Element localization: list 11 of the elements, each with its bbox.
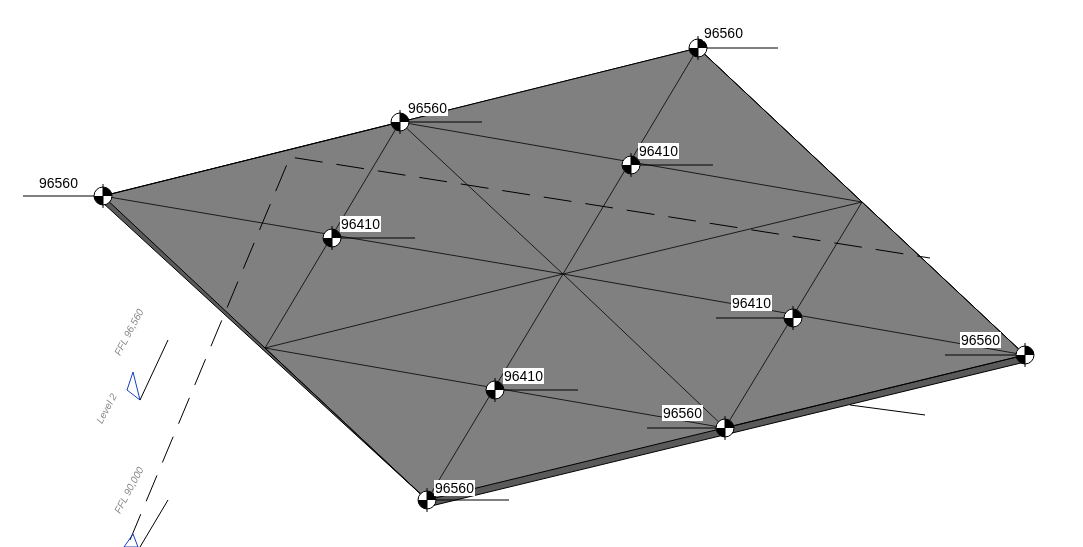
spot-elevation-label: 96560 [38, 175, 79, 191]
spot-elevation-label: 96410 [731, 295, 772, 311]
spot-elevation-label: 96410 [638, 143, 679, 159]
spot-elevation-label: 96560 [407, 100, 448, 116]
spot-elevation-label: 96560 [662, 405, 703, 421]
spot-elevation-label: 96560 [434, 480, 475, 496]
spot-elevation-label: 96560 [703, 25, 744, 41]
level-name-label: Level 2 [94, 391, 119, 426]
spot-elevation-label: 96410 [340, 216, 381, 232]
spot-elevation-label: 96410 [503, 368, 544, 384]
spot-elevation-label: 96560 [960, 332, 1001, 348]
